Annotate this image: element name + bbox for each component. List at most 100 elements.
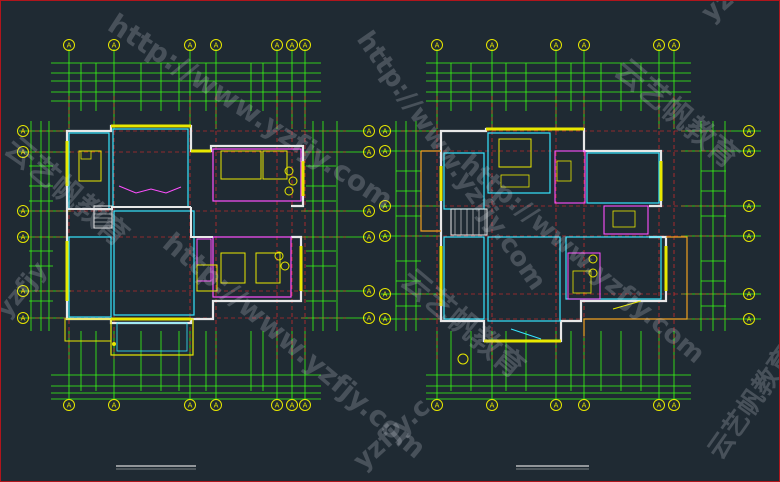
axis-bubble-circle bbox=[210, 399, 222, 411]
axis-bubble: A bbox=[653, 39, 665, 51]
axis-bubble-circle bbox=[17, 146, 29, 158]
axis-bubble: A bbox=[578, 399, 590, 411]
axis-bubble-label: A bbox=[290, 402, 295, 410]
axis-bubble: A bbox=[743, 313, 755, 325]
axis-bubble-label: A bbox=[21, 315, 26, 323]
axis-bubble: A bbox=[363, 125, 375, 137]
room-bedroom-se bbox=[565, 236, 662, 300]
axis-bubble-circle bbox=[299, 399, 311, 411]
axis-bubble-circle bbox=[299, 39, 311, 51]
toilet bbox=[556, 160, 572, 182]
axis-bubble-label: A bbox=[383, 291, 388, 299]
north-arrow bbox=[457, 353, 469, 365]
axis-bubble: A bbox=[486, 399, 498, 411]
axis-bubble-label: A bbox=[383, 148, 388, 156]
axis-bubble: A bbox=[379, 313, 391, 325]
axis-bubble-label: A bbox=[303, 42, 308, 50]
room-bath-2 bbox=[212, 236, 292, 298]
column-dot bbox=[112, 342, 116, 346]
room-master bbox=[487, 132, 551, 194]
axis-bubble: A bbox=[271, 399, 283, 411]
axis-bubble: A bbox=[578, 39, 590, 51]
axis-bubble: A bbox=[63, 39, 75, 51]
axis-bubble-circle bbox=[63, 399, 75, 411]
porch-inner bbox=[116, 322, 188, 352]
axis-bubble-circle bbox=[743, 145, 755, 157]
axis-bubble-circle bbox=[578, 399, 590, 411]
axis-bubble-circle bbox=[363, 285, 375, 297]
axis-bubble: A bbox=[184, 399, 196, 411]
axis-bubble-circle bbox=[108, 399, 120, 411]
axis-bubble: A bbox=[17, 312, 29, 324]
axis-bubble-circle bbox=[743, 313, 755, 325]
axis-bubble: A bbox=[210, 399, 222, 411]
watermark-tail-1: yzfjy bbox=[696, 1, 768, 28]
wardrobe bbox=[196, 264, 218, 292]
axis-bubble-circle bbox=[486, 399, 498, 411]
axis-bubble-label: A bbox=[303, 402, 308, 410]
axis-bubble: A bbox=[271, 39, 283, 51]
axis-bubble: A bbox=[743, 230, 755, 242]
scale-bars bbox=[116, 465, 589, 470]
axis-bubble-circle bbox=[17, 205, 29, 217]
plant bbox=[284, 166, 294, 176]
plant bbox=[288, 176, 298, 186]
axis-bubble-circle bbox=[17, 285, 29, 297]
plant bbox=[588, 268, 598, 278]
axis-bubble-label: A bbox=[383, 128, 388, 136]
axis-bubble-circle bbox=[578, 39, 590, 51]
porch bbox=[110, 318, 194, 356]
axis-bubble-label: A bbox=[554, 42, 559, 50]
axis-bubble-circle bbox=[653, 39, 665, 51]
room-closet bbox=[196, 238, 212, 282]
axis-bubble-circle bbox=[363, 125, 375, 137]
axis-bubble-circle bbox=[17, 125, 29, 137]
axis-bubble-circle bbox=[184, 39, 196, 51]
axis-bubble: A bbox=[431, 399, 443, 411]
axis-bubble-label: A bbox=[188, 42, 193, 50]
dresser bbox=[572, 270, 592, 294]
section-mark bbox=[612, 300, 642, 310]
axis-bubble-circle bbox=[743, 230, 755, 242]
plant bbox=[284, 186, 294, 196]
axis-bubble-circle bbox=[431, 399, 443, 411]
axis-bubble-label: A bbox=[275, 42, 280, 50]
dimension-grid bbox=[19, 49, 761, 400]
axis-bubble: A bbox=[286, 39, 298, 51]
axis-bubble-circle bbox=[379, 230, 391, 242]
axis-bubble-circle bbox=[379, 200, 391, 212]
axis-bubble-circle bbox=[363, 231, 375, 243]
axis-bubble: A bbox=[363, 146, 375, 158]
axis-bubble-circle bbox=[379, 145, 391, 157]
bed bbox=[220, 252, 246, 284]
room-family bbox=[487, 236, 561, 322]
axis-bubble: A bbox=[550, 399, 562, 411]
axis-bubble: A bbox=[17, 146, 29, 158]
axis-bubble-circle bbox=[379, 125, 391, 137]
staircase bbox=[93, 205, 113, 229]
axis-bubble: A bbox=[210, 39, 222, 51]
axis-bubble-label: A bbox=[657, 42, 662, 50]
axis-bubble: A bbox=[108, 399, 120, 411]
axis-bubble: A bbox=[743, 288, 755, 300]
wardrobe bbox=[500, 174, 530, 188]
axis-bubble-label: A bbox=[582, 402, 587, 410]
sink bbox=[80, 150, 92, 160]
bed bbox=[262, 150, 288, 180]
room-bath-mid bbox=[603, 205, 649, 235]
axis-bubble-label: A bbox=[188, 402, 193, 410]
axis-bubble-circle bbox=[286, 39, 298, 51]
axis-bubble-circle bbox=[286, 399, 298, 411]
axis-bubble-circle bbox=[379, 288, 391, 300]
axis-bubble-label: A bbox=[21, 208, 26, 216]
axis-bubble-label: A bbox=[490, 402, 495, 410]
axis-bubble-circle bbox=[363, 312, 375, 324]
axis-bubble: A bbox=[743, 125, 755, 137]
axis-bubble-circle bbox=[210, 39, 222, 51]
axis-bubble-label: A bbox=[275, 402, 280, 410]
axis-bubble-label: A bbox=[747, 233, 752, 241]
ground-floor-plan bbox=[64, 124, 305, 356]
axis-bubble-label: A bbox=[367, 208, 372, 216]
